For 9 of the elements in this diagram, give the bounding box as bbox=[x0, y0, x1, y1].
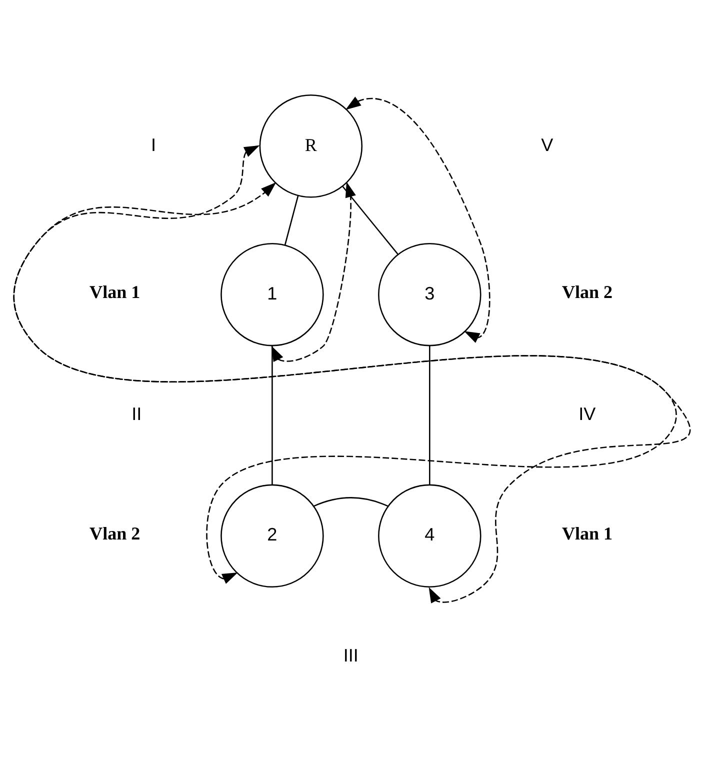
label: II bbox=[132, 404, 142, 424]
label: III bbox=[343, 644, 358, 665]
label: Vlan 2 bbox=[562, 282, 613, 302]
label: Vlan 1 bbox=[90, 282, 140, 302]
label: I bbox=[150, 134, 156, 154]
label: Vlan 2 bbox=[90, 522, 140, 543]
label: IV bbox=[578, 404, 596, 424]
label: V bbox=[541, 134, 554, 154]
label: Vlan 1 bbox=[562, 522, 613, 543]
